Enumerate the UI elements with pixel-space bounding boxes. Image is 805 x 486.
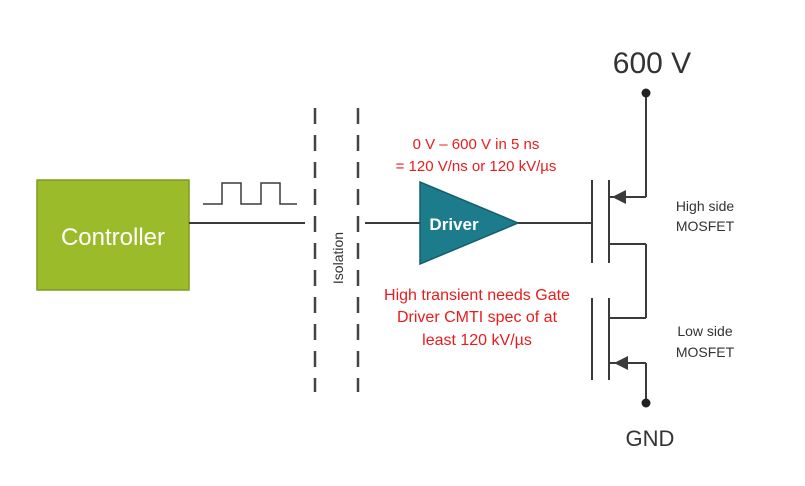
pwm-pulse-icon [203, 182, 297, 205]
driver-label: Driver [429, 215, 479, 234]
slew-rate-line-2: = 120 V/ns or 120 kV/µs [396, 158, 557, 175]
low-side-label-line-1: Low side [677, 323, 732, 339]
low-side-arrow-icon [614, 356, 628, 370]
ground-terminal-icon [641, 398, 651, 408]
supply-voltage-label: 600 V [613, 47, 691, 80]
cmti-line-2: Driver CMTI spec of at [397, 309, 558, 326]
high-side-label-line-1: High side [676, 198, 735, 214]
slew-rate-line-1: 0 V – 600 V in 5 ns [413, 136, 540, 153]
high-side-arrow-icon [612, 190, 626, 204]
controller-block [36, 179, 190, 291]
low-side-mosfet-icon [591, 298, 647, 403]
isolation-label: Isolation [330, 232, 346, 284]
driver-block [419, 180, 520, 266]
high-side-mosfet-icon [591, 93, 647, 318]
cmti-line-1: High transient needs Gate [384, 287, 570, 304]
cmti-line-3: least 120 kV/µs [422, 332, 532, 349]
supply-terminal-icon [641, 88, 651, 98]
high-side-label-line-2: MOSFET [676, 218, 735, 234]
ground-label: GND [626, 426, 675, 451]
controller-label: Controller [61, 224, 165, 251]
low-side-label-line-2: MOSFET [676, 344, 735, 360]
